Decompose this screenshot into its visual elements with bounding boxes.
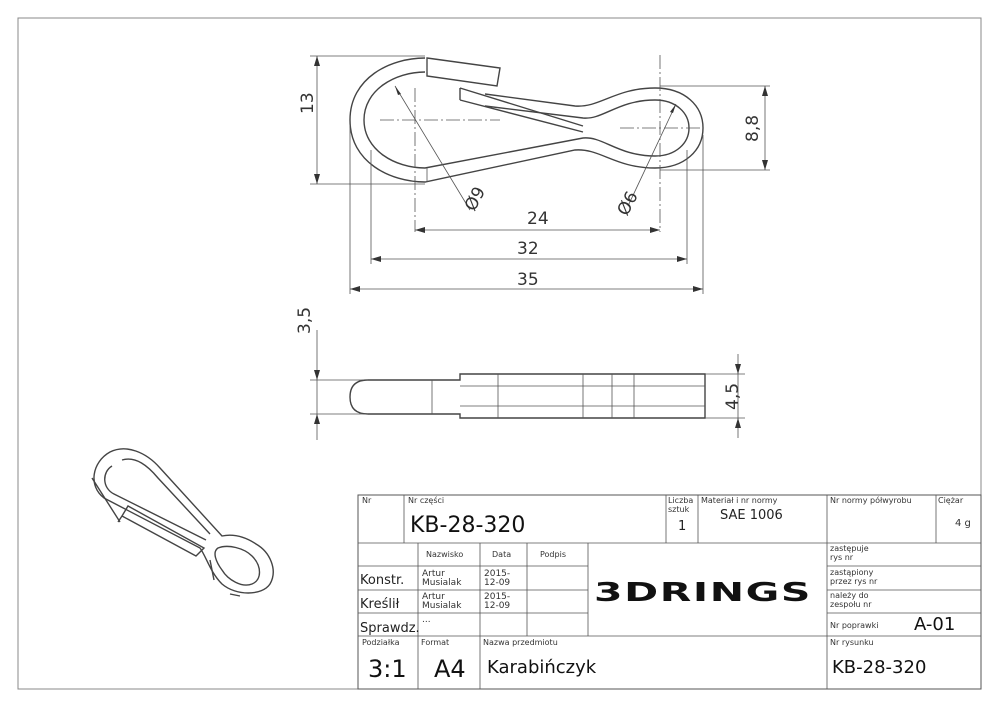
tb-col-date: Data — [492, 550, 511, 559]
tb-material-label: Materiał i nr normy — [701, 496, 778, 505]
top-view-outer-contour — [349, 57, 704, 183]
tb-replaced-label: zastąpiony — [830, 568, 874, 577]
arrowhead — [314, 370, 320, 380]
tb-scale-label: Podziałka — [362, 638, 400, 647]
dim-diameter-right: Ø6 — [614, 188, 643, 219]
tb-weight: 4 g — [955, 518, 971, 529]
iso-eye — [209, 545, 261, 597]
tb-part-no: KB-28-320 — [410, 513, 525, 538]
top-view-gate — [426, 57, 501, 87]
side-view-contour — [349, 373, 706, 419]
dim-thickness-4-5: 4,5 — [723, 383, 743, 410]
dim-diameter-left: Ø9 — [461, 184, 490, 215]
top-view-gate-spring — [459, 87, 584, 133]
tb-part-no-label: Nr części — [408, 495, 444, 505]
tb-role: Konstr. — [360, 573, 404, 588]
tb-material: SAE 1006 — [720, 508, 783, 523]
arrowhead — [693, 286, 703, 292]
tb-date: 12-09 — [484, 601, 510, 611]
tb-col-sign: Podpis — [540, 550, 566, 559]
arrowhead — [415, 227, 425, 233]
tb-revision-label: Nr poprawki — [830, 621, 878, 630]
tb-person-name: ... — [422, 615, 431, 625]
tb-object-label: Nazwa przedmiotu — [483, 638, 558, 647]
tb-assembly-label: należy do — [830, 591, 869, 600]
arrowhead — [314, 414, 320, 424]
iso-outer — [93, 448, 274, 594]
tb-weight-label: Ciężar — [938, 496, 964, 505]
arrowhead — [735, 364, 741, 374]
dim-length-24: 24 — [527, 209, 549, 229]
tb-scale: 3:1 — [368, 655, 407, 683]
tb-person-name: Artur — [422, 569, 445, 579]
tb-role: Sprawdz. — [360, 621, 420, 636]
tb-role: Kreślił — [360, 597, 400, 612]
tb-semi-std-label: Nr normy półwyrobu — [830, 495, 912, 505]
tb-object: Karabińczyk — [487, 657, 597, 678]
arrowhead — [395, 86, 401, 95]
tb-date: 2015- — [484, 592, 510, 602]
tb-replaced-label: przez rys nr — [830, 577, 878, 586]
leader-line — [627, 103, 677, 207]
tb-nr-label: Nr — [362, 496, 372, 505]
company-logo: 3DRINGS — [594, 578, 812, 608]
arrowhead — [670, 104, 676, 113]
leader-line — [394, 85, 471, 211]
tb-revision: A-01 — [914, 614, 955, 635]
dim-height-13: 13 — [298, 92, 318, 114]
dim-length-32: 32 — [517, 239, 539, 259]
side-view: 3,5 4,5 — [295, 307, 745, 440]
tb-format-label: Format — [421, 638, 449, 647]
dim-length-35: 35 — [517, 270, 539, 290]
tb-replaces-label: rys nr — [830, 553, 854, 562]
arrowhead — [350, 286, 360, 292]
arrowhead — [735, 418, 741, 428]
isometric-view — [91, 448, 274, 597]
tb-col-name: Nazwisko — [426, 550, 463, 559]
arrowhead — [650, 227, 660, 233]
sheet-frame — [17, 17, 982, 690]
arrowhead — [314, 174, 320, 184]
iso-inner — [104, 458, 211, 541]
arrowhead — [762, 160, 768, 170]
top-view-inner-contour — [363, 71, 690, 169]
top-view: Ø9 Ø6 13 8,8 24 32 35 — [298, 55, 770, 294]
arrowhead — [371, 256, 381, 262]
tb-replaces-label: zastępuje — [830, 544, 869, 553]
dim-height-8-8: 8,8 — [743, 115, 763, 142]
tb-person-name: Musialak — [422, 601, 462, 611]
tb-qty-label-1: Liczba — [668, 496, 693, 505]
tb-qty: 1 — [678, 519, 686, 534]
arrowhead — [762, 86, 768, 96]
arrowhead — [314, 56, 320, 66]
tb-person-name: Musialak — [422, 578, 462, 588]
tb-date: 12-09 — [484, 578, 510, 588]
tb-drawing-no: KB-28-320 — [832, 657, 926, 678]
title-block: Nr Nr części KB-28-320 Liczba sztuk 1 Ma… — [357, 494, 982, 690]
tb-date: 2015- — [484, 569, 510, 579]
tb-person-name: Artur — [422, 592, 445, 602]
arrowhead — [677, 256, 687, 262]
tb-drawing-no-label: Nr rysunku — [830, 638, 874, 647]
tb-assembly-label: zespołu nr — [830, 600, 872, 609]
tb-format: A4 — [434, 655, 466, 683]
tb-qty-label-2: sztuk — [668, 505, 690, 514]
iso-gate — [91, 477, 206, 557]
dim-thickness-3-5: 3,5 — [295, 307, 315, 334]
